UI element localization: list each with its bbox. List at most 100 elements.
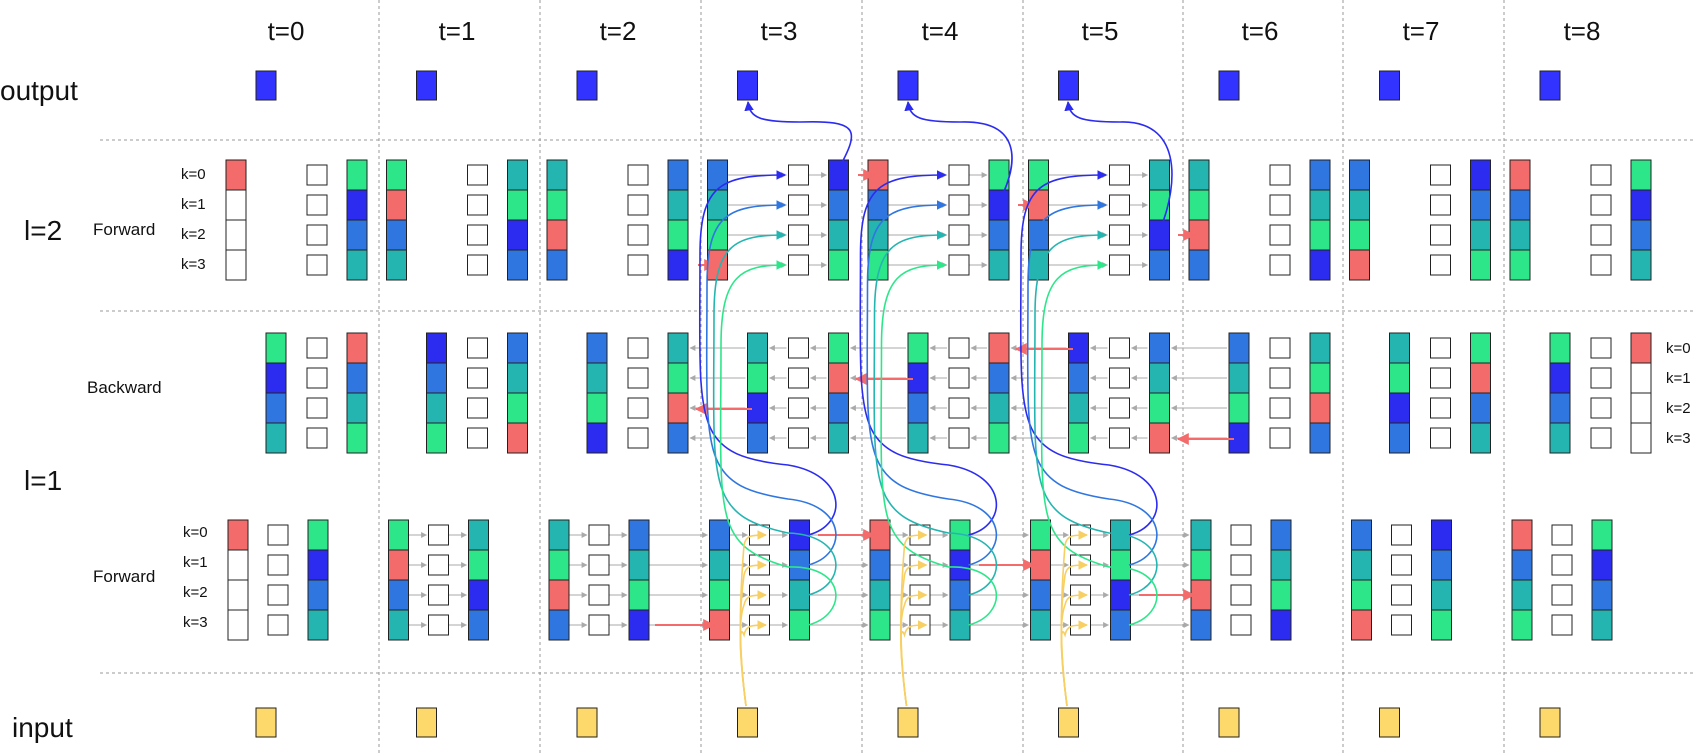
top-forward-cell (346, 159, 368, 191)
bottom-forward-cell (227, 609, 249, 641)
top-forward-slot (627, 194, 649, 216)
bottom-forward-cell (1030, 609, 1051, 641)
backward-slot (1590, 397, 1612, 419)
backward-slot (1269, 337, 1291, 359)
top-forward-cell (707, 189, 728, 221)
backward-cell (265, 362, 287, 394)
top-forward-slot (627, 224, 649, 246)
bottom-forward-slot (1391, 554, 1412, 576)
bottom-forward-cell (709, 579, 730, 611)
bottom-forward-slot (1230, 614, 1252, 636)
bottom-forward-cell (1351, 519, 1372, 551)
backward-slot (467, 427, 488, 449)
top-forward-cell (1309, 219, 1331, 251)
k-labels-top-forward: k=0 k=1 k=2 k=3 (181, 166, 206, 273)
top-forward-cell (546, 219, 568, 251)
bottom-forward-cell (1190, 519, 1212, 551)
backward-slot (627, 337, 649, 359)
backward-cell (988, 422, 1010, 454)
bottom-forward-cell (1030, 579, 1051, 611)
bottom-forward-cell (548, 609, 570, 641)
bottom-forward-slot (1230, 554, 1252, 576)
row-labels: output l=2 l=1 input Forward Backward Fo… (0, 75, 162, 743)
bottom-forward-cell (548, 519, 570, 551)
input-box (1539, 707, 1561, 738)
backward-cell (1309, 332, 1331, 364)
bottom-forward-cell (468, 579, 489, 611)
top-forward-cell (1309, 189, 1331, 221)
backward-slot (1430, 397, 1451, 419)
bottom-forward-cell (1110, 549, 1131, 581)
k-label: k=1 (181, 196, 206, 213)
top-forward-cell (507, 159, 528, 191)
top-forward-cell (386, 219, 407, 251)
input-box (1218, 707, 1240, 738)
backward-slot (1109, 397, 1130, 419)
backward-cell (667, 362, 689, 394)
input-box (255, 707, 277, 738)
backward-cell (507, 422, 528, 454)
input-row-label: input (12, 712, 73, 743)
forward-bottom-label: Forward (93, 567, 155, 586)
input-box (576, 707, 598, 738)
backward-slot (467, 397, 488, 419)
bottom-forward-slot (1230, 584, 1252, 606)
backward-cell (1068, 422, 1089, 454)
top-forward-slot (1590, 254, 1612, 276)
top-forward-cell (225, 159, 247, 191)
output-box (416, 70, 437, 101)
time-label-5: t=5 (1082, 16, 1119, 46)
backward-slot (1430, 367, 1451, 389)
top-forward-cell (867, 189, 889, 221)
top-forward-cell (988, 249, 1010, 281)
bottom-forward-cell (227, 549, 249, 581)
bottom-forward-cell (548, 579, 570, 611)
backward-cell (1470, 362, 1491, 394)
bottom-forward-cell (628, 609, 650, 641)
k-labels-bottom-forward: k=0 k=1 k=2 k=3 (183, 524, 208, 631)
backward-cell (346, 362, 368, 394)
top-forward-slot (1430, 224, 1451, 246)
bottom-forward-cell (1270, 579, 1292, 611)
backward-slot (948, 367, 970, 389)
top-forward-cell (546, 159, 568, 191)
bottom-forward-cell (628, 549, 650, 581)
backward-slot (627, 397, 649, 419)
backward-cell (667, 422, 689, 454)
backward-cell (1470, 392, 1491, 424)
top-forward-cell (1349, 219, 1370, 251)
backward-slot (467, 367, 488, 389)
bottom-forward-cell (388, 609, 409, 641)
backward-cell (1389, 422, 1410, 454)
top-forward-cell (1470, 189, 1491, 221)
backward-slot (948, 427, 970, 449)
backward-slot (306, 427, 328, 449)
backward-cell (907, 392, 929, 424)
dependency-curve (1026, 200, 1158, 566)
input-box (1058, 707, 1079, 738)
backward-cell (828, 392, 849, 424)
bottom-forward-cell (388, 519, 409, 551)
backward-slot (1109, 337, 1130, 359)
top-forward-slot (306, 164, 328, 186)
backward-cell (586, 392, 608, 424)
bottom-forward-cell (1431, 519, 1452, 551)
bottom-forward-cell (1110, 579, 1131, 611)
backward-slot (1269, 427, 1291, 449)
top-forward-slot (1269, 224, 1291, 246)
top-forward-cell (507, 249, 528, 281)
dependency-curve (880, 260, 998, 626)
dependency-curve (1060, 620, 1088, 707)
bottom-forward-cell (1351, 579, 1372, 611)
bottom-forward-cell (1431, 549, 1452, 581)
backward-cell (265, 392, 287, 424)
top-forward-cell (667, 249, 689, 281)
arrow-layer (408, 172, 1227, 628)
backward-slot (1109, 427, 1130, 449)
bottom-forward-slot (428, 554, 449, 576)
top-forward-cell (546, 189, 568, 221)
top-forward-slot (1590, 194, 1612, 216)
top-forward-cell (546, 249, 568, 281)
input-box (897, 707, 919, 738)
